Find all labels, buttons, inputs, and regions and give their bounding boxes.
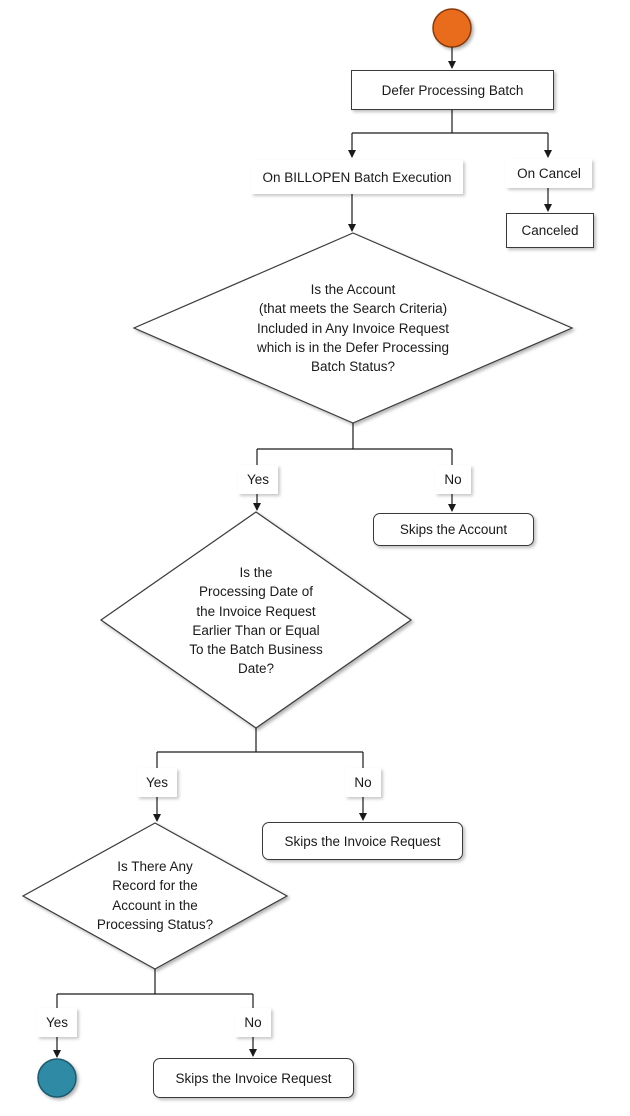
decision-1-text: Is the Account (that meets the Search Cr… — [256, 282, 450, 375]
end-node — [37, 1058, 77, 1098]
yes-label-3: Yes — [37, 1008, 77, 1037]
skips-the-account-box: Skips the Account — [373, 513, 534, 546]
no-label-1: No — [435, 465, 471, 494]
start-node — [432, 8, 472, 48]
yes-label-1: Yes — [238, 465, 278, 494]
skips-the-invoice-request-box-1: Skips the Invoice Request — [262, 822, 463, 860]
on-cancel-label: On Cancel — [506, 159, 592, 188]
canceled-box: Canceled — [506, 213, 594, 248]
yes-label-2: Yes — [137, 768, 177, 797]
decision-2-text: Is the Processing Date of the Invoice Re… — [189, 565, 323, 677]
on-billopen-batch-execution-label: On BILLOPEN Batch Execution — [251, 160, 463, 194]
skips-the-invoice-request-box-2: Skips the Invoice Request — [153, 1058, 354, 1098]
no-label-2: No — [345, 768, 381, 797]
decision-3-text: Is There Any Record for the Account in t… — [96, 859, 214, 932]
no-label-3: No — [235, 1008, 271, 1037]
defer-processing-batch-box: Defer Processing Batch — [351, 70, 554, 110]
